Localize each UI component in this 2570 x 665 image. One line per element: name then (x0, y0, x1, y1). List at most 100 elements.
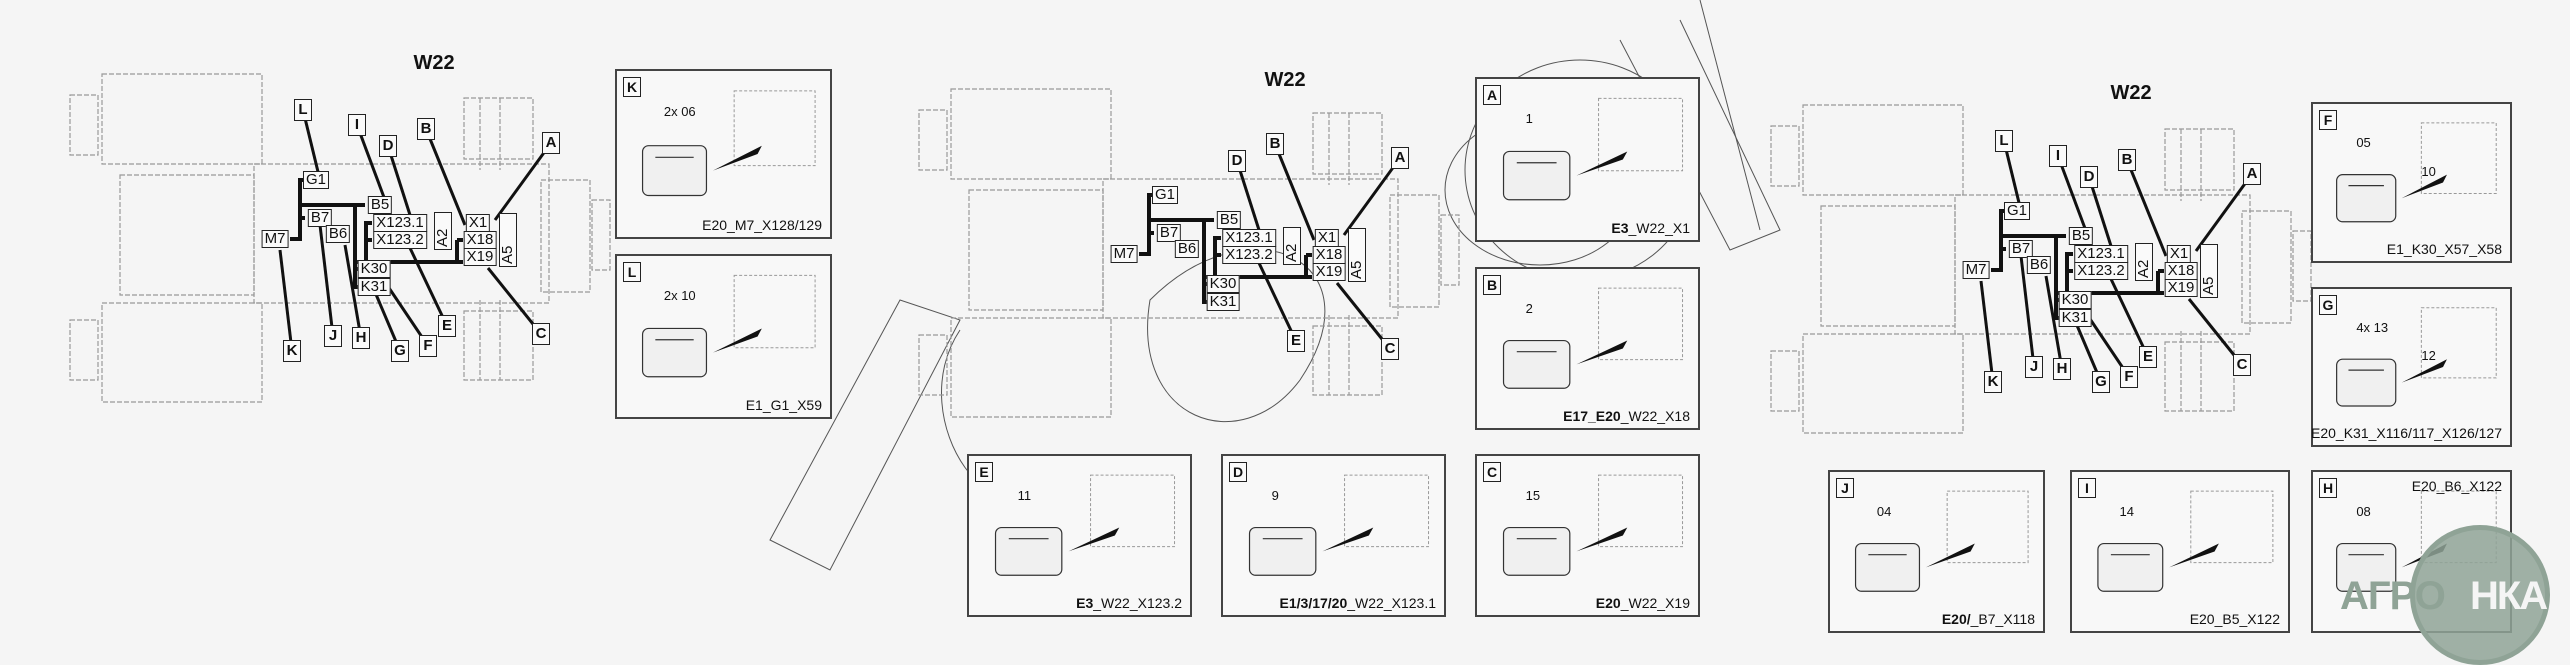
component-label-b5: B5 (2068, 227, 2094, 245)
callout-g[interactable]: G (2092, 371, 2110, 393)
part-number: 2 (1525, 300, 1533, 316)
component-label-b6: B6 (2026, 256, 2052, 274)
callout-j[interactable]: J (324, 325, 342, 347)
callout-f[interactable]: F (419, 335, 437, 357)
caption-bold: E3 (1076, 595, 1094, 611)
component-label-k31: K31 (1206, 293, 1240, 311)
leader-line-a (493, 142, 553, 221)
component-label-a2: A2 (1283, 227, 1301, 265)
component-label-b7: B7 (1156, 224, 1182, 242)
connector-illustration (1502, 97, 1684, 201)
component-label-a5: A5 (499, 213, 517, 267)
leader-line-a (2194, 173, 2254, 252)
component-label-b7: B7 (307, 209, 333, 227)
caption-text: E20_B6_X122 (2411, 478, 2502, 494)
callout-h[interactable]: H (2053, 358, 2071, 380)
callout-k[interactable]: K (283, 340, 301, 362)
part-number: 9 (1271, 487, 1279, 503)
component-label-k30: K30 (357, 260, 391, 278)
leader-line-d (386, 145, 412, 216)
caption-bold: E20 (1595, 595, 1621, 611)
callout-b[interactable]: B (417, 118, 435, 140)
connector-illustration (2097, 490, 2274, 592)
callout-a[interactable]: A (542, 132, 560, 154)
callout-h[interactable]: H (352, 327, 370, 349)
component-label-k31: K31 (357, 278, 391, 296)
panel-tag: C (1483, 462, 1501, 482)
connector-illustration (1854, 490, 2029, 592)
leader-line-d (2087, 176, 2113, 247)
callout-b[interactable]: B (2118, 149, 2136, 171)
component-label-k31: K31 (2058, 309, 2092, 327)
callout-d[interactable]: D (379, 135, 397, 157)
callout-a[interactable]: A (2243, 163, 2261, 185)
callout-b[interactable]: B (1266, 133, 1284, 155)
callout-a[interactable]: A (1391, 147, 1409, 169)
callout-e[interactable]: E (438, 315, 456, 337)
component-label-k30: K30 (1206, 275, 1240, 293)
callout-i[interactable]: I (2049, 145, 2067, 167)
leader-line-i (355, 124, 387, 201)
part-number: 11 (1017, 487, 1032, 503)
callout-j[interactable]: J (2025, 356, 2043, 378)
panel-caption: E3_W22_X1 (1611, 220, 1690, 236)
component-label-x1: X1 (465, 214, 491, 232)
callout-k[interactable]: K (1984, 371, 2002, 393)
component-label-x123-2: X123.2 (1222, 246, 1276, 264)
callout-e[interactable]: E (1287, 330, 1305, 352)
callout-f[interactable]: F (2120, 366, 2138, 388)
panel-tag: E (975, 462, 993, 482)
component-label-b6: B6 (1174, 240, 1200, 258)
component-label-x19: X19 (2164, 279, 2198, 297)
tractor-outline (69, 73, 611, 403)
caption-text: _W22_X123.1 (1347, 595, 1436, 611)
leader-line-b (1273, 143, 1316, 241)
leader-line-i (2056, 155, 2088, 232)
diagram-title: W22 (1264, 69, 1306, 91)
component-label-x19: X19 (1312, 263, 1346, 281)
caption-text: E1_G1_X59 (745, 397, 822, 413)
leader-line-k (1979, 280, 1995, 383)
callout-d[interactable]: D (1228, 150, 1246, 172)
caption-text: _W22_X18 (1620, 408, 1690, 424)
leader-line-a (1342, 157, 1402, 236)
component-label-g1: G1 (2003, 202, 2031, 220)
caption-text: _W22_X19 (1620, 595, 1690, 611)
caption-text: E20_K31_X116/117_X126/127 (2311, 425, 2502, 441)
part-number: 05 (2356, 135, 2371, 151)
diagram-title: W22 (2110, 82, 2152, 104)
callout-c[interactable]: C (1381, 338, 1399, 360)
caption-text: E20_M7_X128/129 (702, 217, 822, 233)
panel-caption: E20_B5_X122 (2190, 611, 2280, 627)
connector-illustration (2336, 307, 2497, 407)
callout-l[interactable]: L (1995, 130, 2013, 152)
leader-line-h (343, 244, 363, 339)
callout-c[interactable]: C (532, 323, 550, 345)
leader-line-e (408, 247, 449, 327)
leader-line-e (2109, 278, 2150, 358)
component-label-x19: X19 (463, 248, 497, 266)
leader-line-h (2044, 275, 2064, 370)
callout-g[interactable]: G (391, 340, 409, 362)
tractor-outline (918, 88, 1460, 418)
caption-text: _W22_X1 (1628, 220, 1690, 236)
tractor-outline (1770, 104, 2312, 434)
part-number: 04 (1876, 503, 1892, 519)
logo-circle (2410, 525, 2550, 665)
callout-d[interactable]: D (2080, 166, 2098, 188)
callout-i[interactable]: I (348, 114, 366, 136)
callout-l[interactable]: L (294, 99, 312, 121)
callout-e[interactable]: E (2139, 346, 2157, 368)
panel-caption: E1_K30_X57_X58 (2387, 241, 2502, 257)
part-number: 15 (1525, 487, 1541, 503)
leader-line-l (301, 109, 322, 181)
leader-line-d (1235, 160, 1261, 231)
component-label-m7: M7 (261, 230, 289, 248)
callout-c[interactable]: C (2233, 354, 2251, 376)
component-label-m7: M7 (1110, 245, 1138, 263)
panel-caption: E3_W22_X123.2 (1076, 595, 1182, 611)
